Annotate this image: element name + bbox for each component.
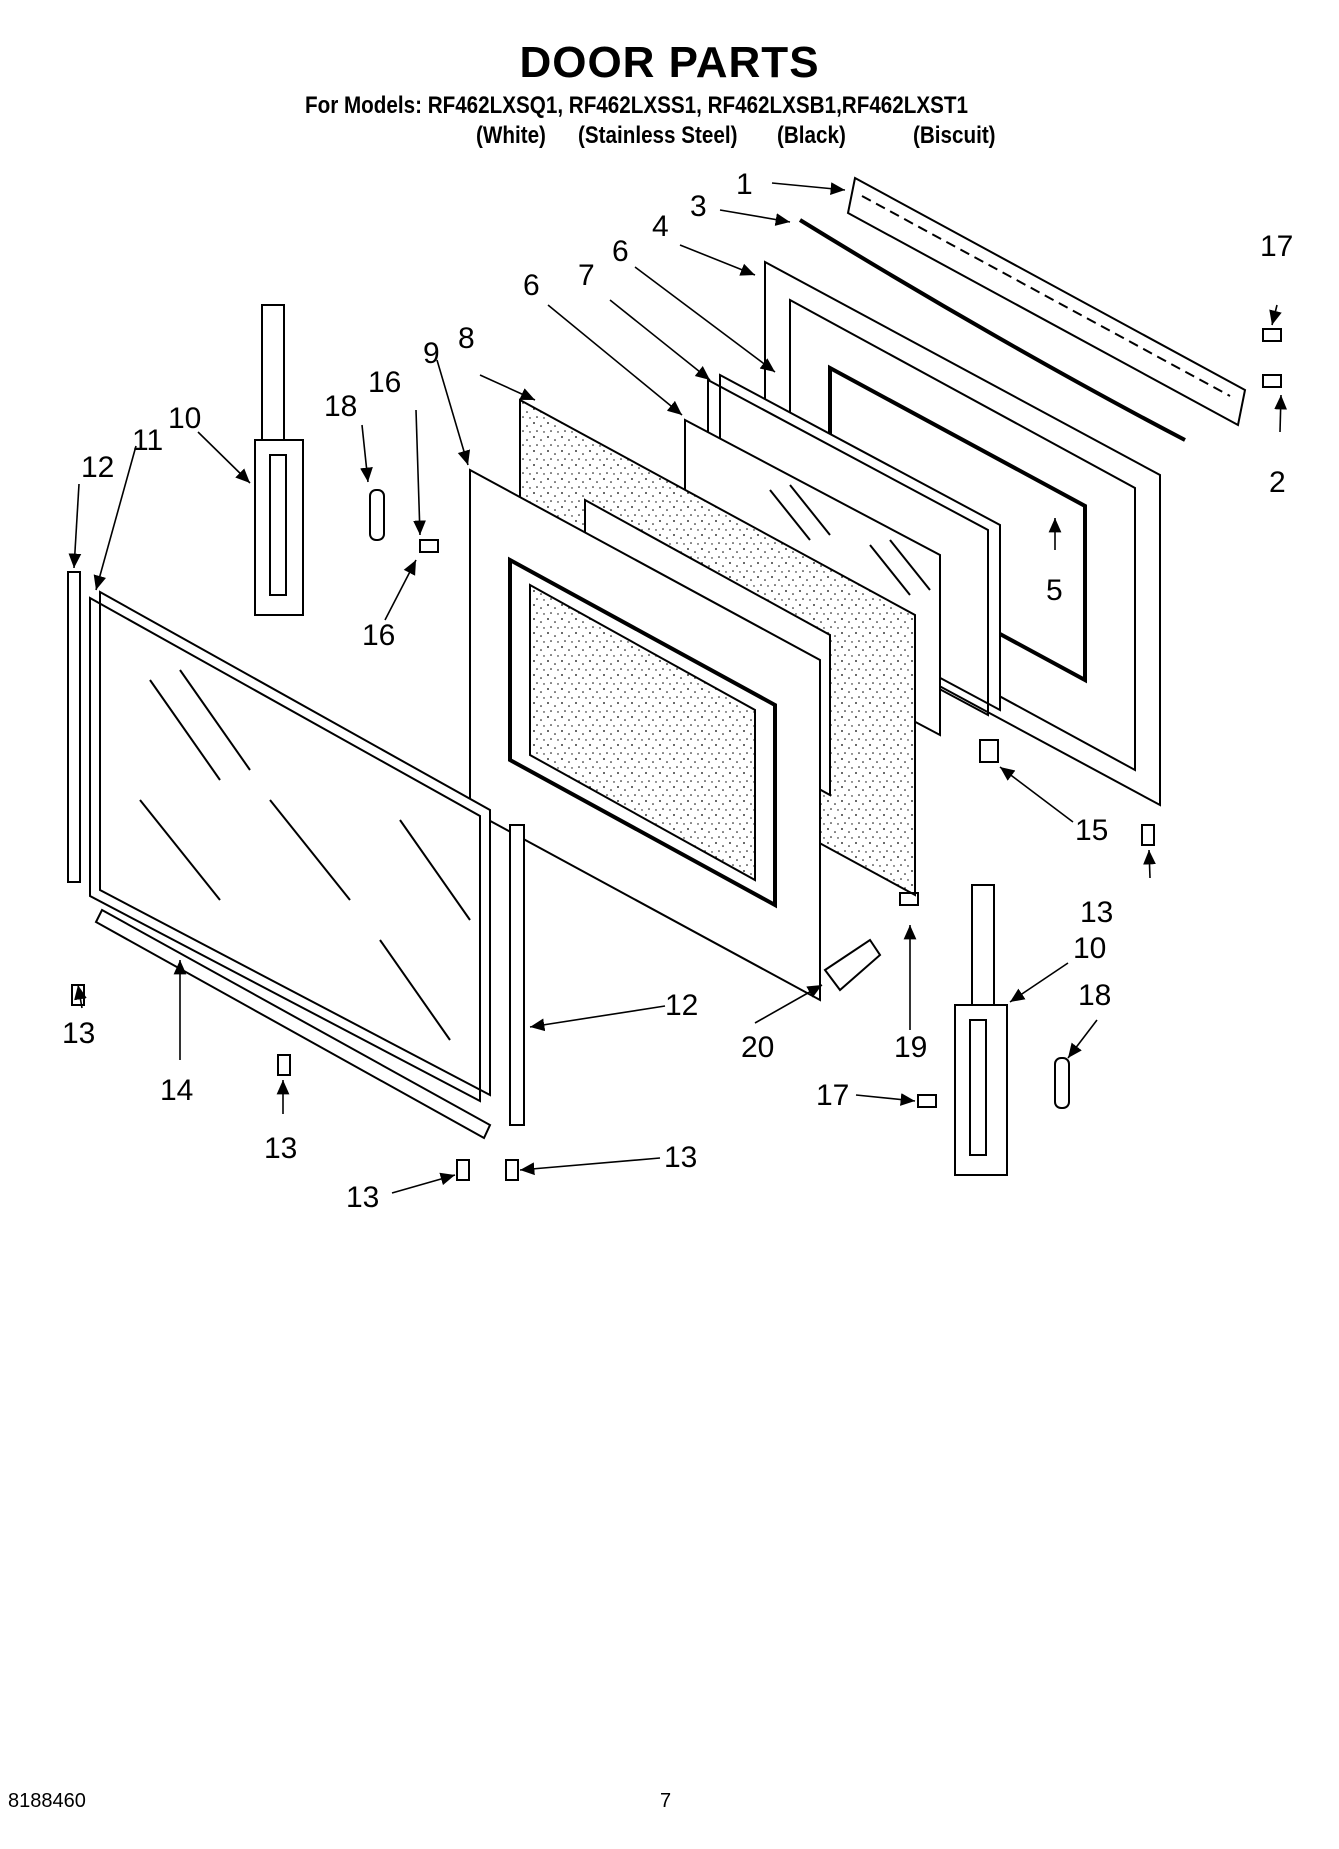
hinge-left — [254, 304, 304, 616]
callout-6a: 6 — [612, 235, 629, 268]
callout-2: 2 — [1269, 466, 1286, 499]
callout-6b: 6 — [523, 269, 540, 302]
callout-17b: 17 — [816, 1079, 849, 1112]
page-number: 7 — [660, 1790, 672, 1812]
hinge-right — [954, 884, 1008, 1176]
callout-4: 4 — [652, 210, 669, 243]
hinge-slot-cover-right — [1054, 1057, 1070, 1109]
callout-19: 19 — [894, 1031, 927, 1064]
leader-lines — [68, 182, 1288, 1194]
page-title: DOOR PARTS — [519, 38, 820, 87]
callout-18b: 18 — [1078, 979, 1111, 1012]
callout-3: 3 — [690, 190, 707, 223]
callout-16a: 16 — [368, 366, 401, 399]
callout-20: 20 — [741, 1031, 774, 1064]
callout-13a: 13 — [1080, 896, 1113, 929]
callout-7: 7 — [578, 259, 595, 292]
callout-1: 1 — [736, 168, 753, 201]
variant-stainless: (Stainless Steel) — [578, 122, 738, 149]
callout-14: 14 — [160, 1074, 193, 1107]
bottom-door-trim — [94, 908, 492, 1140]
callout-5: 5 — [1046, 574, 1063, 607]
door-liner — [469, 468, 821, 1002]
callout-13e: 13 — [664, 1141, 697, 1174]
side-trim-left — [67, 571, 81, 883]
door-top-trim — [846, 176, 1247, 427]
callout-9: 9 — [423, 337, 440, 370]
callout-12b: 12 — [665, 989, 698, 1022]
callout-13b: 13 — [62, 1017, 95, 1050]
hinge-slot-cover-left — [369, 489, 385, 541]
callout-17a: 17 — [1260, 230, 1293, 263]
callout-18a: 18 — [324, 390, 357, 423]
outer-door-glass — [89, 590, 491, 1103]
callout-13c: 13 — [264, 1132, 297, 1165]
models-line: For Models: RF462LXSQ1, RF462LXSS1, RF46… — [305, 92, 968, 119]
callout-13d: 13 — [346, 1181, 379, 1214]
callout-12a: 12 — [81, 451, 114, 484]
side-trim-right — [509, 824, 525, 1126]
callout-16b: 16 — [362, 619, 395, 652]
part-number: 8188460 — [8, 1790, 86, 1812]
callout-10b: 10 — [1073, 932, 1106, 965]
trim-bracket — [798, 218, 1186, 442]
callout-11: 11 — [132, 424, 163, 457]
variant-biscuit: (Biscuit) — [913, 122, 996, 149]
clip-15 — [979, 739, 999, 763]
callout-15: 15 — [1075, 814, 1108, 847]
callout-8: 8 — [458, 322, 475, 355]
variant-black: (Black) — [777, 122, 846, 149]
variant-white: (White) — [476, 122, 546, 149]
bracket-20 — [823, 938, 882, 992]
callout-10a: 10 — [168, 402, 201, 435]
